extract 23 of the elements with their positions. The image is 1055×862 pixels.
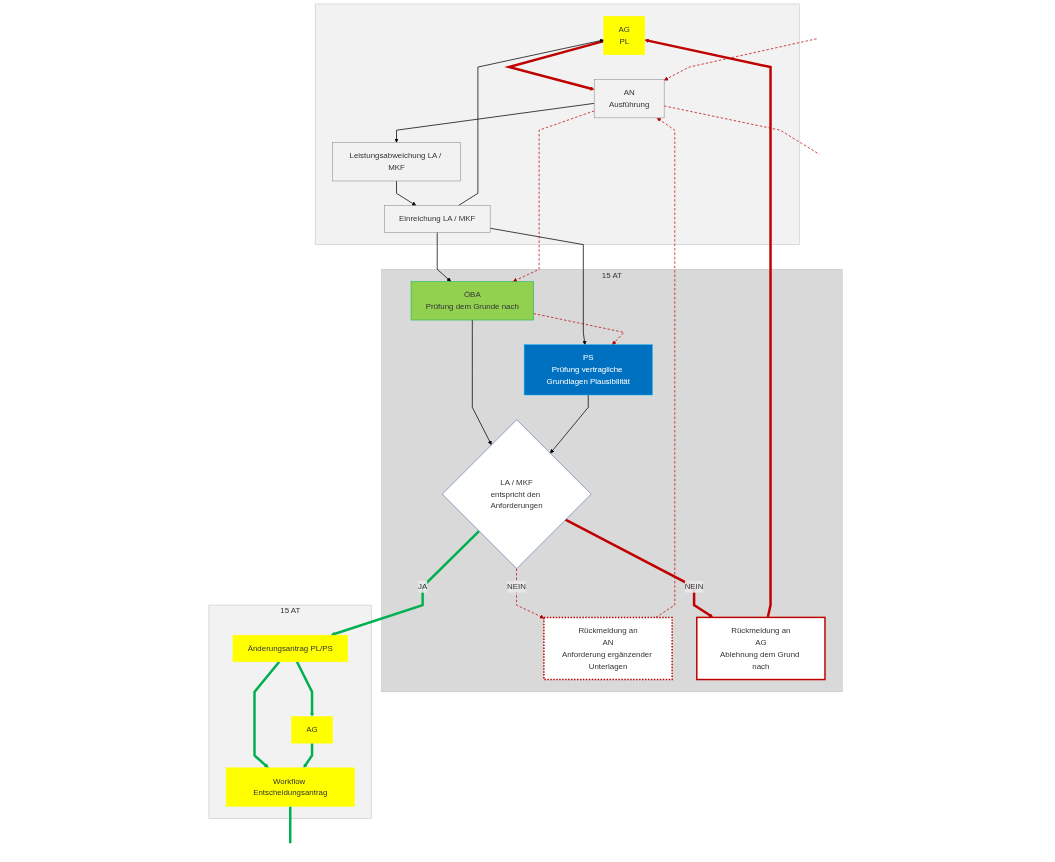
node-box	[291, 716, 333, 744]
arrow	[253, 661, 281, 768]
node-box	[523, 344, 653, 396]
cluster	[381, 269, 843, 693]
node-box	[410, 281, 534, 321]
connector	[289, 806, 292, 844]
arrow	[504, 39, 605, 91]
cluster	[208, 604, 372, 819]
arrow	[295, 661, 315, 717]
node-box	[225, 767, 355, 807]
arrow	[303, 743, 314, 768]
node-diamond	[442, 419, 592, 569]
node-box	[332, 142, 461, 182]
arrow	[330, 530, 480, 636]
cluster	[314, 3, 800, 245]
node-box	[543, 616, 673, 681]
node-box	[696, 616, 826, 681]
arrow	[564, 518, 714, 618]
node-box	[593, 79, 665, 119]
connector	[663, 105, 820, 155]
node-box	[603, 16, 645, 55]
node-box	[232, 634, 348, 663]
node-box	[384, 205, 491, 233]
